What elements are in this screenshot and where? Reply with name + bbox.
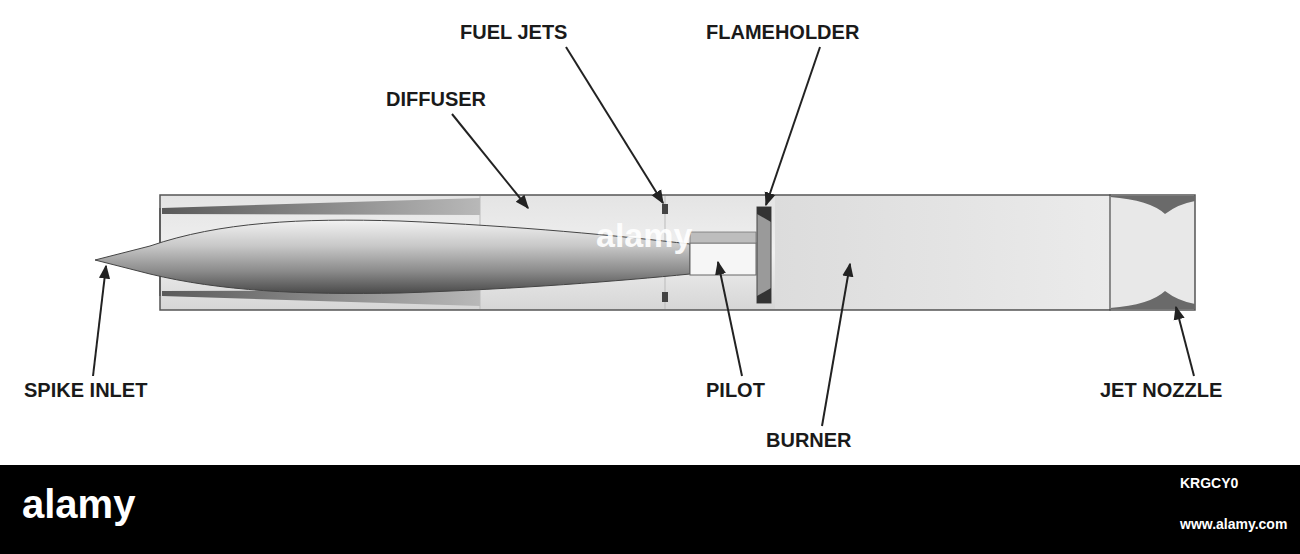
fuel-jet [662, 204, 668, 214]
nozzle-throat-top [1110, 196, 1195, 214]
part-label: BURNER [766, 430, 852, 450]
nozzle-throat-bottom [1110, 291, 1195, 309]
diffuser-wall-top [162, 198, 480, 215]
nozzle-section [1110, 195, 1195, 310]
burner-section [775, 196, 1110, 309]
watermark-bar [0, 465, 1300, 554]
watermark-url: www.alamy.com [1180, 517, 1287, 531]
image-id: KRGCY0 [1180, 476, 1238, 490]
part-label: PILOT [706, 380, 765, 400]
part-label: SPIKE INLET [24, 380, 147, 400]
flameholder [757, 207, 771, 303]
part-label: JET NOZZLE [1100, 380, 1222, 400]
leader-lines [93, 47, 1194, 426]
watermark-logo: alamy [22, 484, 135, 524]
pilot [690, 243, 756, 275]
part-label: DIFFUSER [386, 89, 486, 109]
part-label: FLAMEHOLDER [706, 22, 859, 42]
part-label: FUEL JETS [460, 22, 567, 42]
watermark: alamy [596, 218, 692, 252]
fuel-jet [662, 292, 668, 302]
